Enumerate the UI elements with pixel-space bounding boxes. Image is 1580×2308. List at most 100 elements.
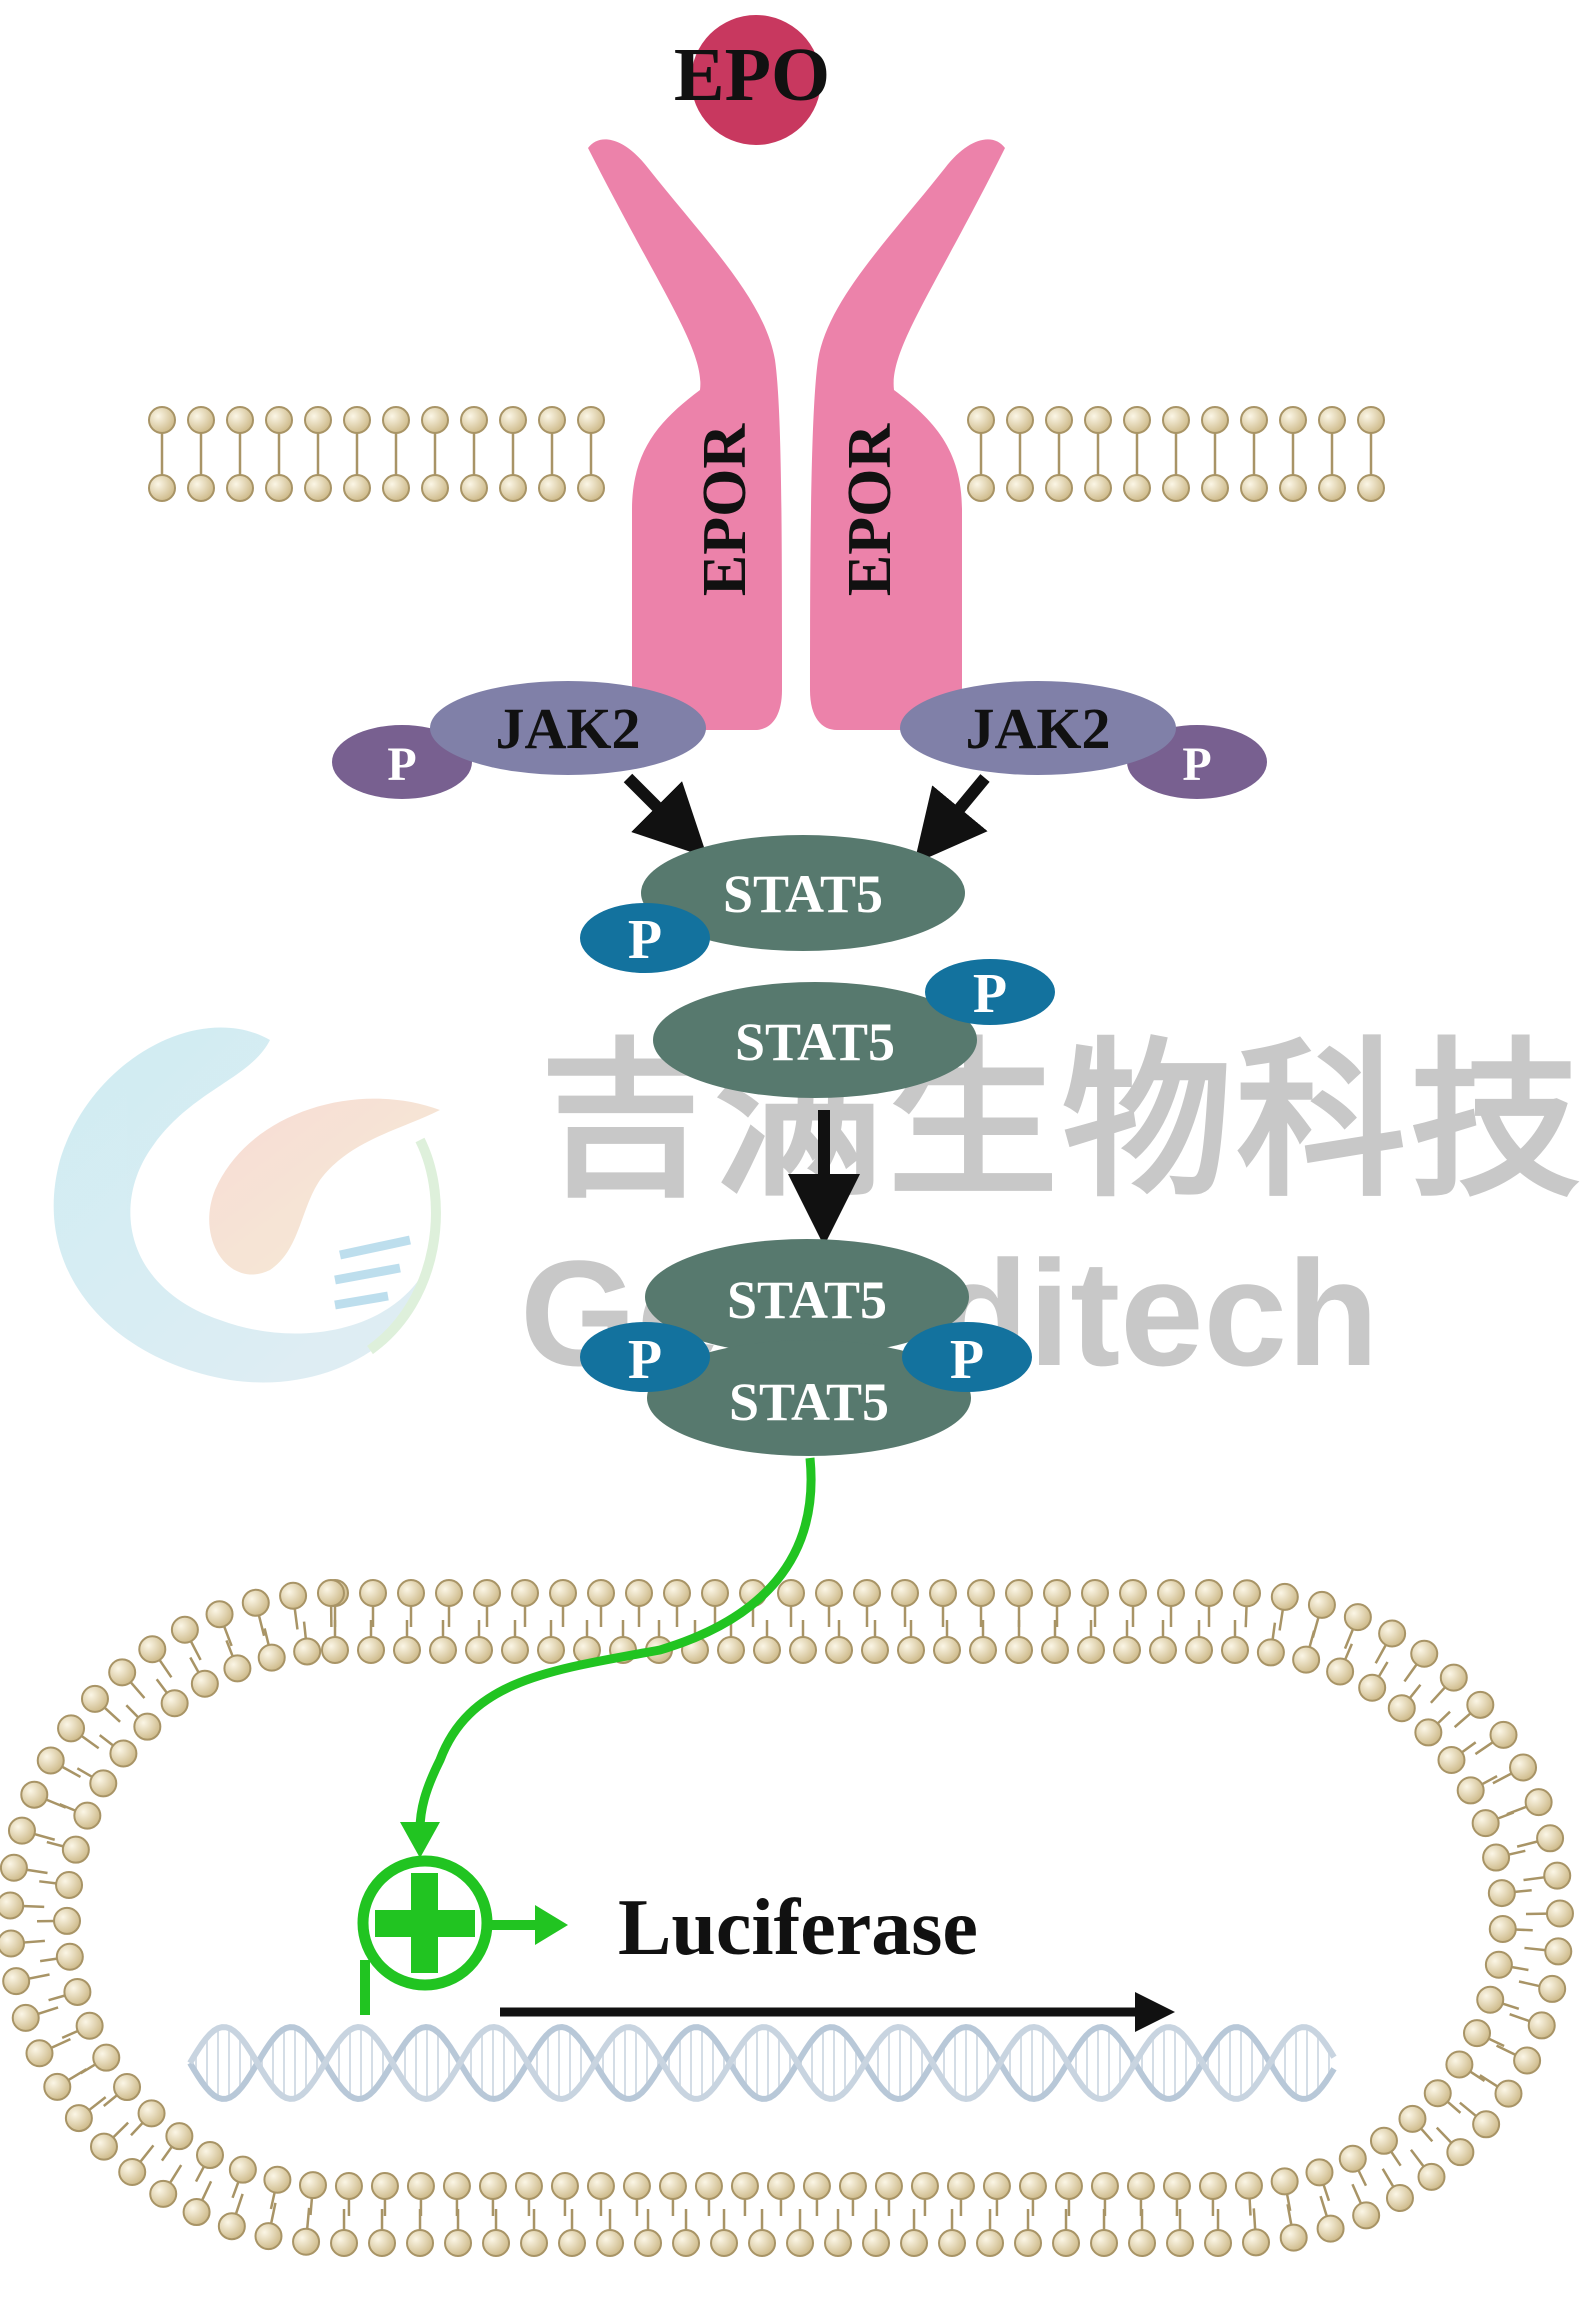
epor-right-label: EPOR [836, 423, 904, 596]
lipid-head [1544, 1863, 1570, 1889]
jak2-left-label: JAK2 [496, 696, 641, 761]
lipid-head [1202, 475, 1228, 501]
lipid-head [768, 2173, 794, 2199]
lipid-head [1464, 2020, 1490, 2046]
lipid-head [259, 1645, 285, 1671]
lipid-head [898, 1637, 924, 1663]
jak2-left-phospho-label: P [387, 738, 416, 791]
epor-left-label: EPOR [691, 423, 759, 596]
stat5-dimer-bottom-label: STAT5 [729, 1372, 889, 1432]
lipid-head [1196, 1580, 1222, 1606]
promoter-activation-icon [363, 1861, 568, 2015]
lipid-tail [311, 2197, 312, 2215]
lipid-tail [1383, 2169, 1394, 2188]
lipid-tail [1411, 2150, 1424, 2168]
lipid-head [149, 475, 175, 501]
lipid-tail [157, 1679, 168, 1693]
lipid-head [360, 1580, 386, 1606]
lipid-tail [1420, 2128, 1432, 2141]
lipid-head [718, 1637, 744, 1663]
lipid-tail [1497, 2046, 1517, 2056]
lipid-head [1124, 407, 1150, 433]
lipid-head [970, 1637, 996, 1663]
lipid-head [1510, 1754, 1536, 1780]
lipid-head [192, 1671, 218, 1697]
lipid-head [188, 407, 214, 433]
lipid-head [1483, 1845, 1509, 1871]
lipid-head [82, 1686, 108, 1712]
lipid-tail [1437, 2128, 1452, 2144]
lipid-head [578, 475, 604, 501]
lipid-tail [1280, 1609, 1283, 1631]
lipid-head [408, 2173, 434, 2199]
lipid-tail [1524, 1948, 1546, 1950]
lipid-head [93, 2045, 119, 2071]
stat5-monomer-1-label: STAT5 [723, 864, 883, 924]
lipid-head [539, 475, 565, 501]
lipid-head [369, 2230, 395, 2256]
lipid-head [1046, 475, 1072, 501]
lipid-tail [1488, 2038, 1504, 2046]
lipid-head [63, 1837, 89, 1863]
lipid-head [854, 1580, 880, 1606]
lipid-head [1411, 1641, 1437, 1667]
lipid-head [1547, 1900, 1573, 1926]
lipid-tail [1502, 2003, 1519, 2008]
lipid-head [673, 2230, 699, 2256]
lipid-head [294, 1638, 320, 1664]
lipid-head [1345, 1604, 1371, 1630]
lipid-tail [1460, 2103, 1477, 2117]
lipid-head [552, 2173, 578, 2199]
lipid-head [1545, 1938, 1571, 1964]
lipid-head [1353, 2202, 1379, 2228]
lipid-tail [88, 2097, 105, 2111]
lipid-head [1327, 1658, 1353, 1684]
lipid-tail [259, 1614, 264, 1635]
lipid-head [939, 2230, 965, 2256]
lipid-head [44, 2074, 70, 2100]
lipid-head [444, 2173, 470, 2199]
lipid-head [804, 2173, 830, 2199]
lipid-head [110, 1741, 136, 1767]
lipid-tail [1376, 1644, 1387, 1663]
lipid-head [1539, 1976, 1565, 2002]
lipid-head [1399, 2106, 1425, 2132]
lipid-head [1293, 1647, 1319, 1673]
lipid-head [77, 2013, 103, 2039]
lipid-head [1358, 475, 1384, 501]
stat5-monomer-2-label: STAT5 [735, 1012, 895, 1072]
lipid-tail [1321, 2196, 1327, 2217]
lipid-head [1120, 1580, 1146, 1606]
lipid-tail [49, 1995, 66, 2000]
watermark-logo [54, 1027, 440, 1382]
lipid-tail [1461, 1742, 1476, 1753]
lipid-head [398, 1580, 424, 1606]
lipid-head [516, 2173, 542, 2199]
stat5-dimer-left-phospho-label: P [628, 1329, 662, 1391]
lipid-head [597, 2230, 623, 2256]
lipid-tail [113, 2123, 129, 2138]
lipid-head [1272, 2168, 1298, 2194]
lipid-head [787, 2230, 813, 2256]
lipid-head [224, 1655, 250, 1681]
lipid-head [778, 1580, 804, 1606]
lipid-tail [170, 2165, 182, 2184]
lipid-head [305, 407, 331, 433]
lipid-head [227, 407, 253, 433]
lipid-head [255, 2223, 281, 2249]
lipid-head [1526, 1789, 1552, 1815]
lipid-head [1007, 475, 1033, 501]
lipid-head [1006, 1580, 1032, 1606]
lipid-head [1309, 1592, 1335, 1618]
lipid-head [331, 2230, 357, 2256]
arrow-jak2-left-to-stat5 [628, 778, 682, 832]
lipid-head [816, 1580, 842, 1606]
lipid-head [197, 2142, 223, 2168]
stat5-2-phospho-label: P [973, 963, 1007, 1025]
lipid-head [1078, 1637, 1104, 1663]
lipid-head [1514, 2047, 1540, 2073]
lipid-head [1186, 1637, 1212, 1663]
lipid-head [1340, 2146, 1366, 2172]
lipid-tail [81, 1735, 99, 1748]
lipid-head [1164, 2173, 1190, 2199]
